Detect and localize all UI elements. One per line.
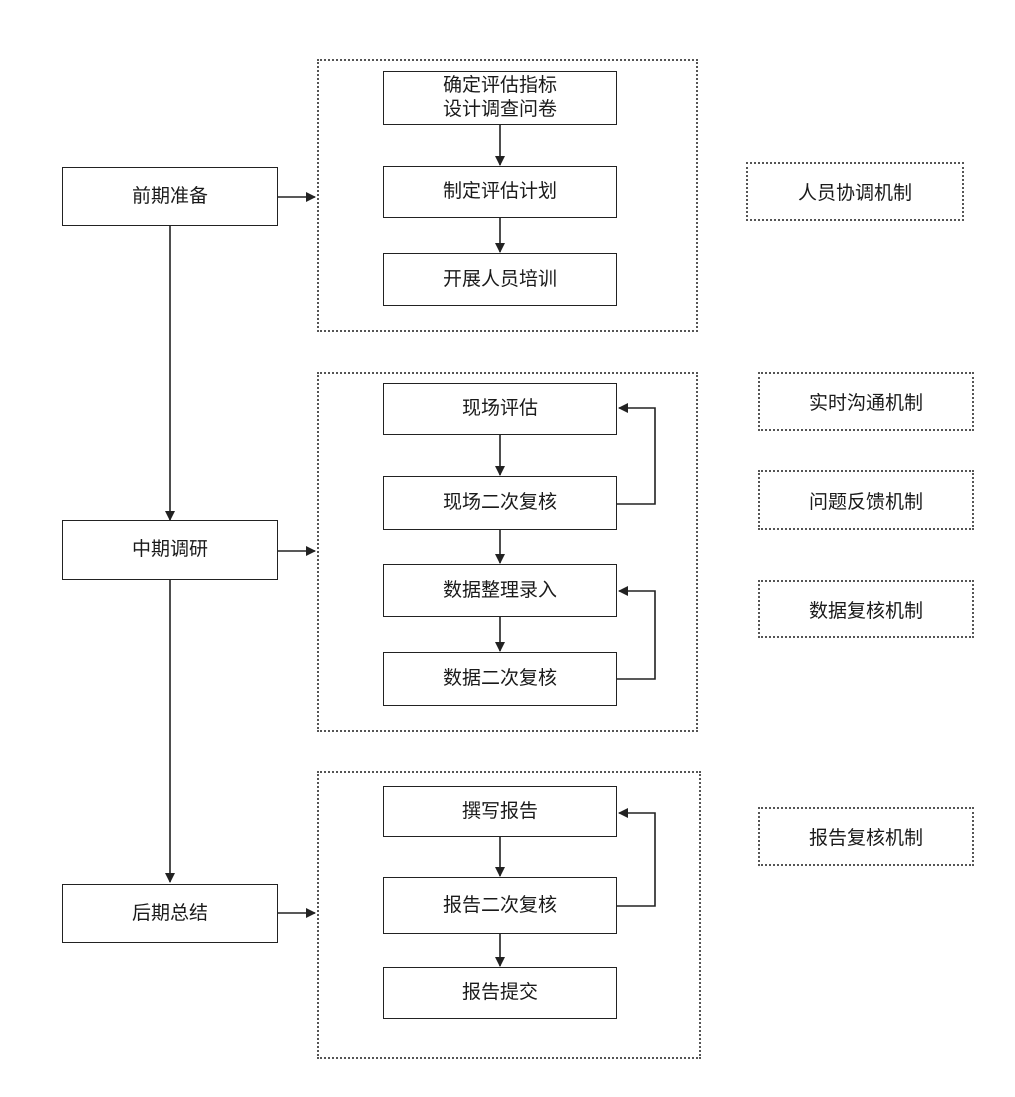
phase-late-summary: 后期总结 [62, 884, 278, 943]
mechanism-realtime-communication: 实时沟通机制 [758, 372, 974, 431]
group-prep-steps [317, 59, 698, 332]
step-data-second-review: 数据二次复核 [383, 652, 617, 706]
mechanism-staff-coordination: 人员协调机制 [746, 162, 964, 221]
step-define-indicators: 确定评估指标 设计调查问卷 [383, 71, 617, 125]
step-onsite-second-review: 现场二次复核 [383, 476, 617, 530]
mechanism-data-review: 数据复核机制 [758, 580, 974, 638]
loop-g2-review2 [617, 586, 656, 680]
step-submit-report: 报告提交 [383, 967, 617, 1019]
group-summary-steps [317, 771, 701, 1059]
step-write-report: 撰写报告 [383, 786, 617, 837]
group-research-steps [317, 372, 698, 732]
phase-mid-research: 中期调研 [62, 520, 278, 580]
step-onsite-assessment: 现场评估 [383, 383, 617, 435]
loop-g3-review [617, 808, 656, 907]
phase-label: 后期总结 [131, 901, 208, 924]
step-staff-training: 开展人员培训 [383, 253, 617, 306]
mechanism-report-review: 报告复核机制 [758, 807, 974, 866]
step-report-second-review: 报告二次复核 [383, 877, 617, 934]
step-make-plan: 制定评估计划 [383, 166, 617, 218]
phase-early-prep: 前期准备 [62, 167, 278, 226]
phase-label: 中期调研 [131, 538, 208, 561]
phase-label: 前期准备 [131, 184, 208, 207]
loop-g2-review1 [617, 403, 656, 505]
mechanism-issue-feedback: 问题反馈机制 [758, 470, 974, 530]
step-data-entry: 数据整理录入 [383, 564, 617, 617]
